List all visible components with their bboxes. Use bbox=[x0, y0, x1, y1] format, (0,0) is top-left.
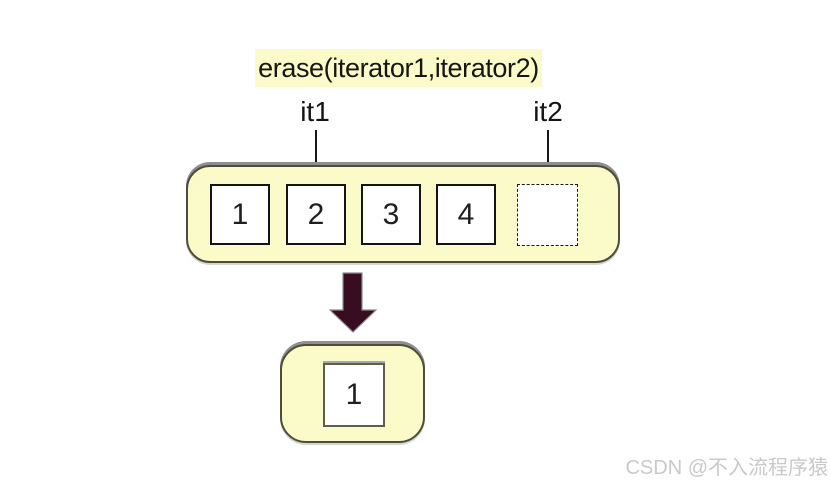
title-highlight: erase(iterator1,iterator2) bbox=[255, 49, 542, 87]
function-signature-label: erase(iterator1,iterator2) bbox=[258, 52, 539, 83]
vector-cell-4: 4 bbox=[436, 184, 496, 245]
vector-cell-3: 3 bbox=[361, 184, 421, 245]
watermark-text: CSDN @不入流程序猿 bbox=[625, 457, 828, 479]
vector-cell-2: 2 bbox=[286, 184, 346, 245]
down-block-arrow-icon bbox=[329, 272, 377, 333]
it2-pointer-arrow-icon bbox=[547, 130, 549, 174]
result-cell-1: 1 bbox=[323, 363, 385, 427]
iterator-label-it2: it2 bbox=[533, 96, 563, 127]
it1-pointer-arrow-icon bbox=[315, 130, 317, 174]
vector-cell-end-slot bbox=[517, 184, 578, 246]
iterator-label-it1: it1 bbox=[300, 96, 330, 127]
vector-cell-1: 1 bbox=[210, 184, 270, 245]
